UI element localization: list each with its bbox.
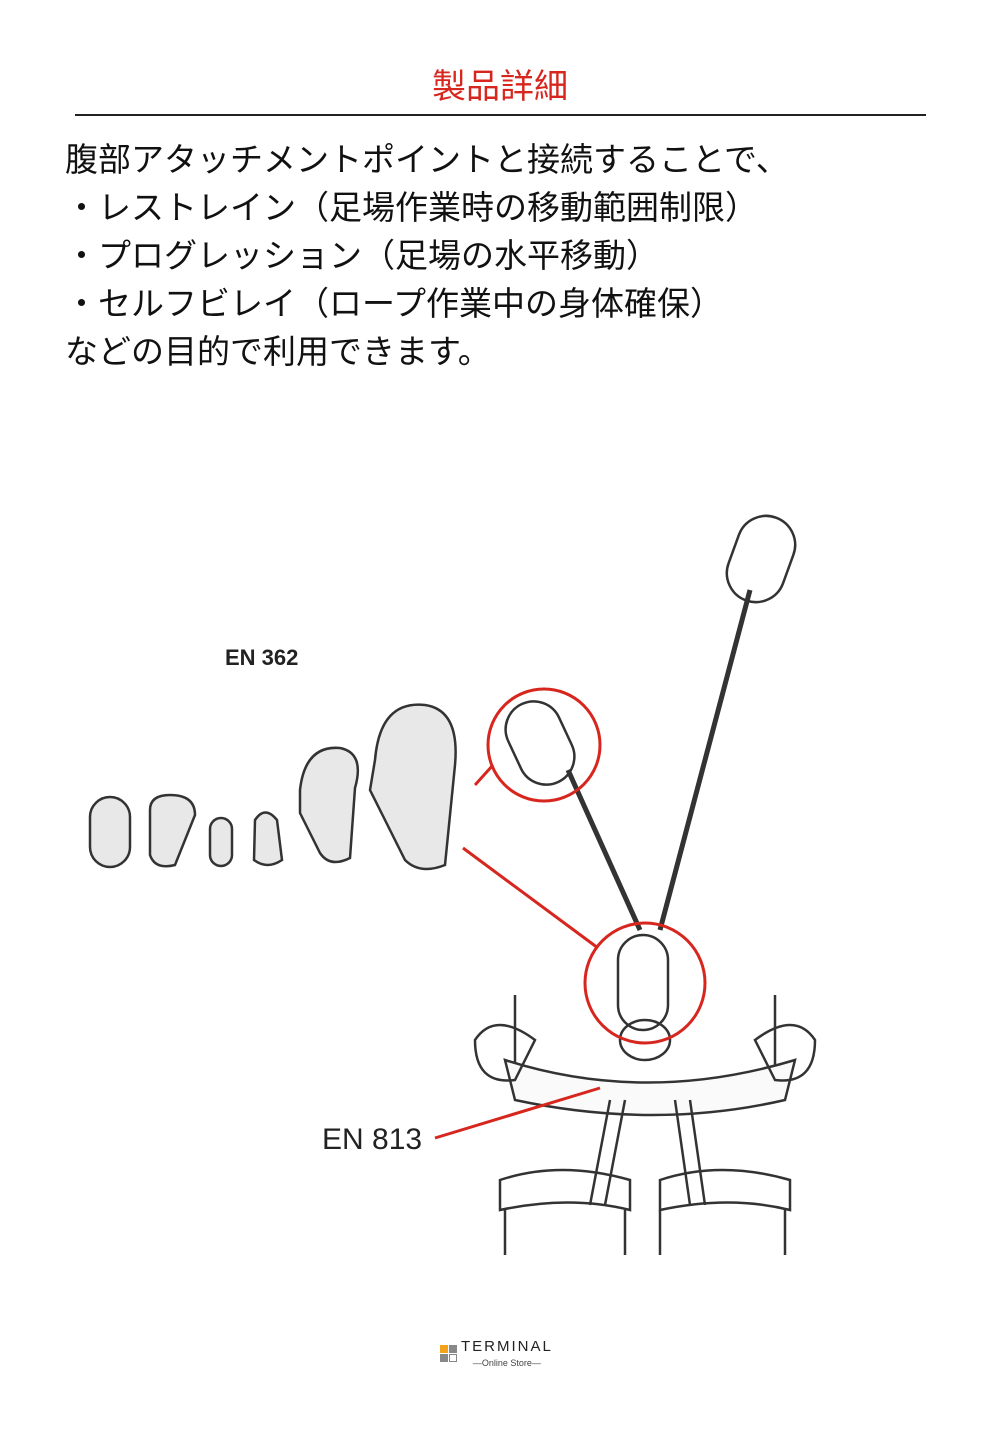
store-logo: TERMINAL —Online Store—: [440, 1338, 553, 1369]
gear-loop: [473, 1023, 817, 1082]
scaffold-hook-icon: [368, 703, 457, 871]
carabiner-icon: [148, 793, 197, 868]
leg-strap: [588, 1099, 707, 1206]
title-divider: [75, 114, 926, 116]
connectors-group: [88, 703, 457, 871]
carabiner-icon: [616, 933, 670, 1032]
leg-outline: [503, 1210, 787, 1255]
torso-outline: [513, 995, 777, 1070]
description-line: ・プログレッション（足場の水平移動）: [65, 236, 659, 275]
description-line: ・レストレイン（足場作業時の移動範囲制限）: [65, 188, 758, 227]
lanyard-strap: [657, 589, 753, 931]
highlight-circle: [583, 921, 707, 1045]
logo-mark-icon: [440, 1345, 457, 1362]
harness-illustration: [88, 514, 817, 1255]
logo-square: [440, 1345, 448, 1353]
logo-square: [440, 1354, 448, 1362]
logo-name: TERMINAL: [461, 1338, 553, 1355]
harness-group: [473, 514, 817, 1255]
logo-subtitle: —Online Store—: [472, 1358, 541, 1368]
quicklink-icon: [208, 816, 234, 868]
lanyard-strap: [565, 768, 643, 932]
highlight-callouts: [434, 687, 707, 1140]
callout-line: [462, 846, 599, 950]
description: 腹部アタッチメントポイントと接続することで、 ・レストレイン（足場作業時の移動範…: [65, 136, 789, 376]
harness-standard-label: EN 813: [322, 1123, 423, 1156]
scaffold-hook-icon: [298, 746, 360, 864]
leg-loop: [498, 1168, 792, 1212]
waist-belt: [503, 1058, 797, 1117]
callout-line: [473, 763, 495, 787]
carabiner-icon: [504, 700, 576, 786]
attachment-ring: [618, 1018, 672, 1062]
logo-text: TERMINAL —Online Store—: [461, 1338, 553, 1369]
description-line: 腹部アタッチメントポイントと接続することで、: [65, 140, 789, 179]
logo-square: [449, 1345, 457, 1353]
section-title: 製品詳細: [432, 67, 568, 107]
connector-standard-label: EN 362: [225, 645, 299, 670]
carabiner-icon: [725, 514, 797, 604]
highlight-circle: [486, 687, 602, 803]
logo-square: [449, 1354, 457, 1362]
callout-line: [434, 1086, 601, 1140]
description-line: などの目的で利用できます。: [65, 332, 491, 371]
carabiner-icon: [88, 795, 132, 869]
description-line: ・セルフビレイ（ロープ作業中の身体確保）: [65, 284, 724, 323]
snap-hook-icon: [252, 811, 284, 867]
